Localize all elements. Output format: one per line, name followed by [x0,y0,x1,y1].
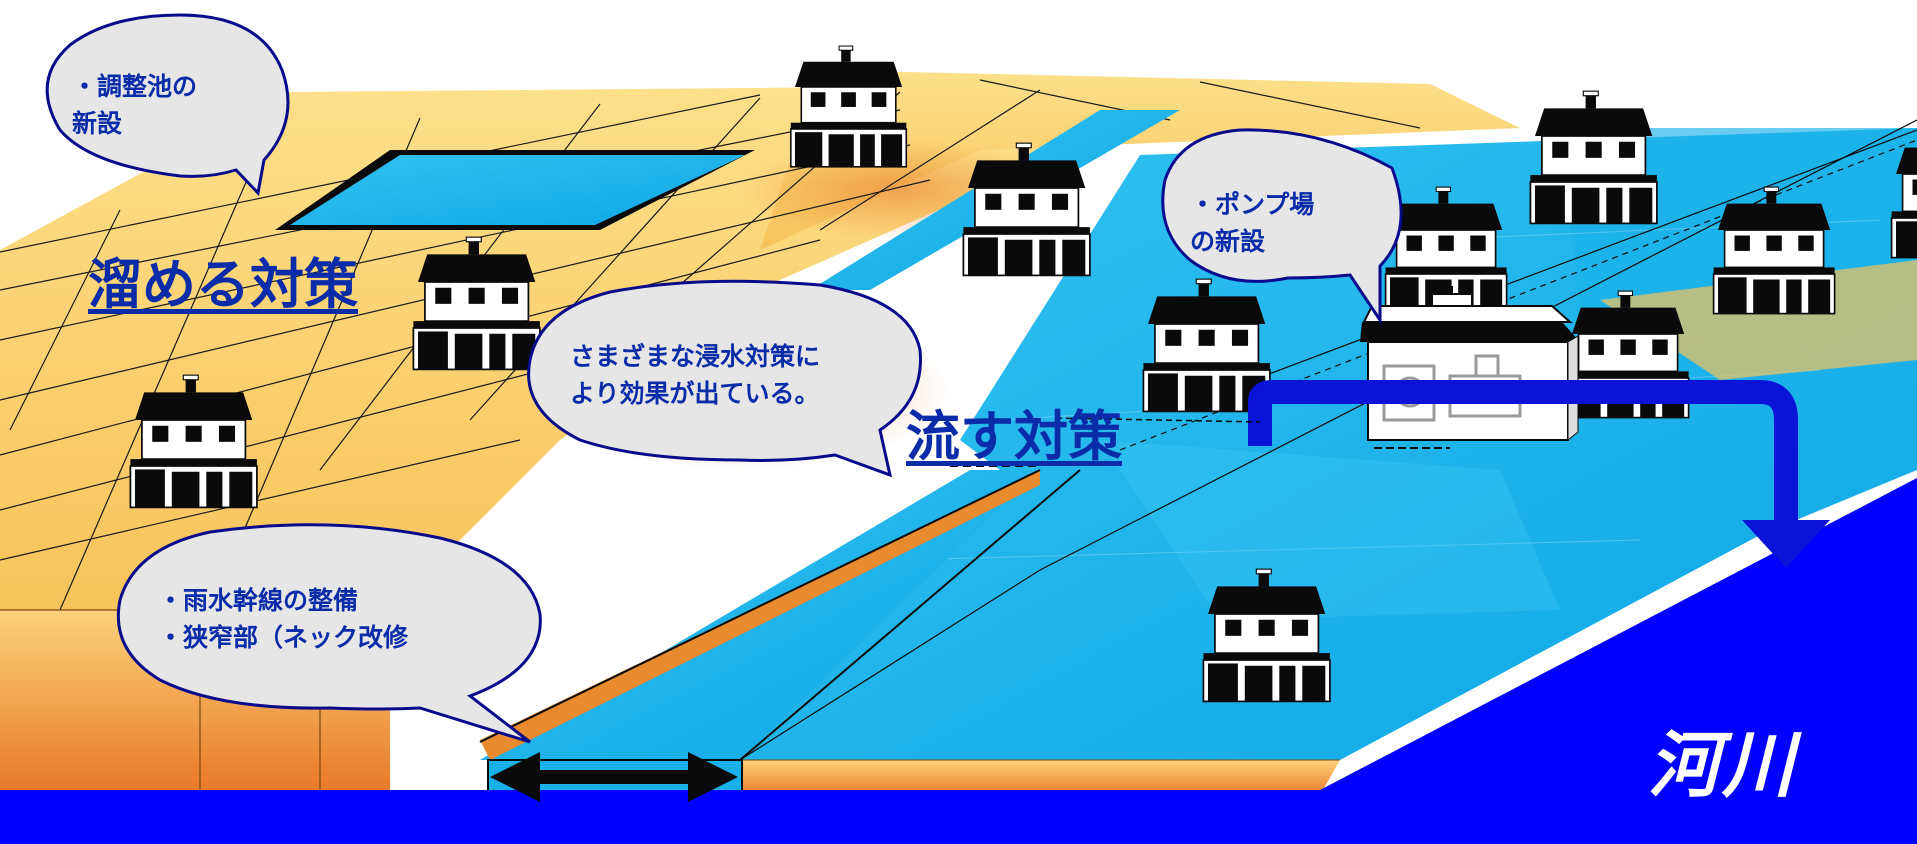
bubble-retention-pond-text: ・調整池の 新設 [72,72,198,138]
river-label: 河川 [1648,723,1797,807]
bubble-pump-station [1161,128,1403,325]
flooded-area [739,119,1917,795]
river [0,478,1917,844]
bubble-trunk-line-text: ・雨水幹線の整備 ・狭窄部（ネック改修 [158,586,409,652]
retention-pond [275,150,755,230]
pump-station-icon [1360,286,1580,449]
drainage-guide-line [1055,417,1261,423]
bubble-effect-text: さまざまな浸水対策に より効果が出ている。 [570,342,821,408]
drainage-countermeasure-heading: 流す対策 [906,405,1122,468]
storage-countermeasure-heading: 溜める対策 [88,253,358,316]
bubble-retention-pond [45,13,290,197]
flow-arrow-icon [1248,380,1830,568]
bubble-pump-station-text: ・ポンプ場 の新設 [1190,190,1315,256]
double-arrow-icon [490,752,738,802]
bubble-effect [527,279,922,478]
bubble-trunk-line [116,523,542,744]
